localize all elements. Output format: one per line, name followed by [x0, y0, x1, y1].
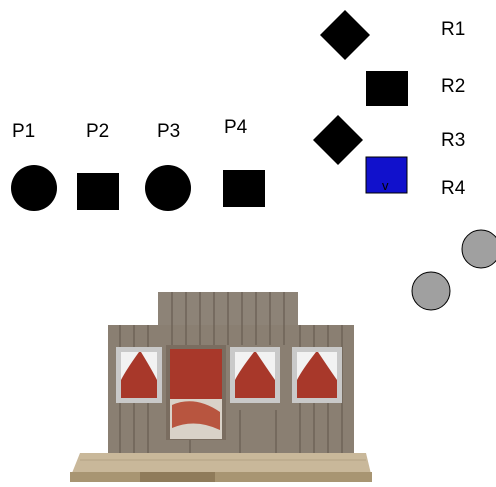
gray-circle-2[interactable]: [412, 272, 450, 310]
gray-circle-1[interactable]: [462, 230, 496, 268]
r1-diamond[interactable]: [320, 10, 370, 60]
p2-square[interactable]: [77, 173, 119, 210]
puppet-stage-image: [70, 292, 372, 482]
r4-mark: v: [382, 178, 389, 193]
r2-square[interactable]: [366, 71, 408, 106]
r3-diamond[interactable]: [313, 115, 363, 165]
p3-circle[interactable]: [145, 165, 191, 211]
p1-circle[interactable]: [11, 165, 57, 211]
p4-square[interactable]: [223, 170, 265, 207]
